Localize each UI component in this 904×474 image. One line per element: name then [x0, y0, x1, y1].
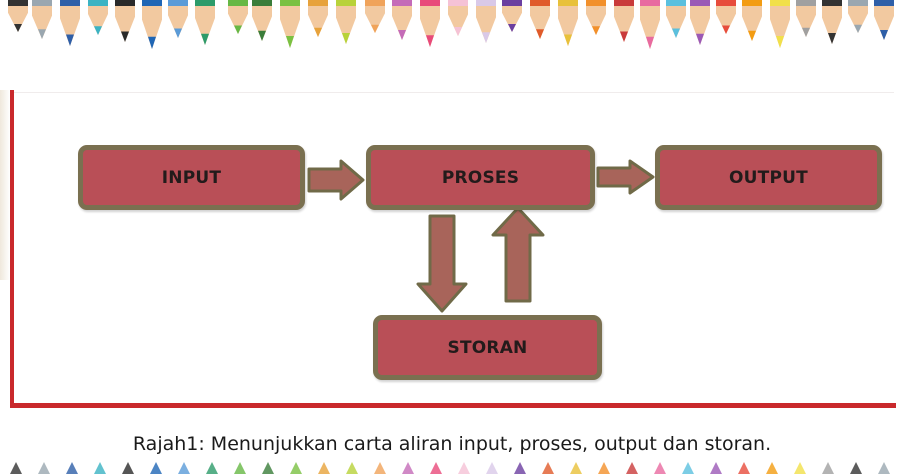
- pencil-tip: [66, 462, 78, 474]
- pencil-tip: [848, 0, 868, 33]
- pencil-tip: [374, 462, 386, 474]
- pencil-tip: [280, 0, 300, 48]
- pencil-tip: [262, 462, 274, 474]
- pencil-tip: [770, 0, 790, 48]
- frame-left-border: [10, 90, 14, 408]
- pencil-tip: [766, 462, 778, 474]
- pencil-tip: [542, 462, 554, 474]
- node-storan: STORAN: [373, 315, 602, 380]
- pencil-tip: [365, 0, 385, 33]
- pencil-tip: [234, 462, 246, 474]
- pencil-tip: [115, 0, 135, 42]
- pencil-tip: [142, 0, 162, 49]
- pencil-tip: [336, 0, 356, 44]
- pencil-tip: [228, 0, 248, 34]
- node-output-label: OUTPUT: [729, 167, 808, 188]
- pencil-tip: [308, 0, 328, 37]
- pencil-tip: [878, 462, 890, 474]
- pencil-tip: [742, 0, 762, 41]
- pencil-tip: [88, 0, 108, 35]
- pencil-tip: [850, 462, 862, 474]
- pencil-tip: [716, 0, 736, 34]
- pencil-tip: [794, 462, 806, 474]
- node-output: OUTPUT: [655, 145, 882, 210]
- pencil-tip: [178, 462, 190, 474]
- pencil-tip: [122, 462, 134, 474]
- node-input-label: INPUT: [161, 167, 222, 188]
- pencil-tip: [738, 462, 750, 474]
- node-proses-label: PROSES: [441, 167, 520, 188]
- pencil-tip: [502, 0, 522, 32]
- pencil-tip: [38, 462, 50, 474]
- pencil-tip: [682, 462, 694, 474]
- pencil-tip: [420, 0, 440, 47]
- pencil-tip: [318, 462, 330, 474]
- pencil-tip: [195, 0, 215, 45]
- node-storan-label: STORAN: [447, 337, 528, 358]
- pencil-tip: [94, 462, 106, 474]
- pencil-tip: [822, 0, 842, 44]
- pencil-tip: [514, 462, 526, 474]
- frame-bottom-border: [10, 403, 896, 408]
- pencil-tip: [598, 462, 610, 474]
- pencil-tip: [60, 0, 80, 46]
- pencil-tip: [690, 0, 710, 45]
- pencil-tip: [640, 0, 660, 49]
- pencil-border-bottom: [10, 462, 890, 474]
- pencil-tip: [626, 462, 638, 474]
- pencil-tip: [402, 462, 414, 474]
- pencil-tip: [666, 0, 686, 38]
- pencil-tip: [710, 462, 722, 474]
- pencil-tip: [822, 462, 834, 474]
- pencil-tip: [486, 462, 498, 474]
- pencil-tip: [346, 462, 358, 474]
- pencil-border-top: [8, 0, 894, 49]
- pencil-tip: [796, 0, 816, 37]
- figure-caption: Rajah1: Menunjukkan carta aliran input, …: [132, 433, 772, 455]
- pencil-tip: [458, 462, 470, 474]
- pencil-tip: [476, 0, 496, 43]
- pencil-tip: [290, 462, 302, 474]
- pencil-tip: [874, 0, 894, 40]
- pencil-tip: [8, 0, 28, 32]
- pencil-tip: [448, 0, 468, 36]
- pencil-tip: [168, 0, 188, 38]
- pencil-tip: [150, 462, 162, 474]
- pencil-tip: [654, 462, 666, 474]
- pencil-tip: [206, 462, 218, 474]
- page-edge-shadow: [0, 90, 10, 280]
- pencil-tip: [252, 0, 272, 41]
- node-input: INPUT: [78, 145, 305, 210]
- pencil-tip: [558, 0, 578, 46]
- pencil-tip: [392, 0, 412, 40]
- pencil-tip: [586, 0, 606, 35]
- pencil-tip: [570, 462, 582, 474]
- pencil-tip: [10, 462, 22, 474]
- pencil-tip: [614, 0, 634, 42]
- pencil-tip: [530, 0, 550, 39]
- pencil-tip: [32, 0, 52, 39]
- pencil-tip: [430, 462, 442, 474]
- node-proses: PROSES: [366, 145, 595, 210]
- frame-top-line: [14, 92, 894, 93]
